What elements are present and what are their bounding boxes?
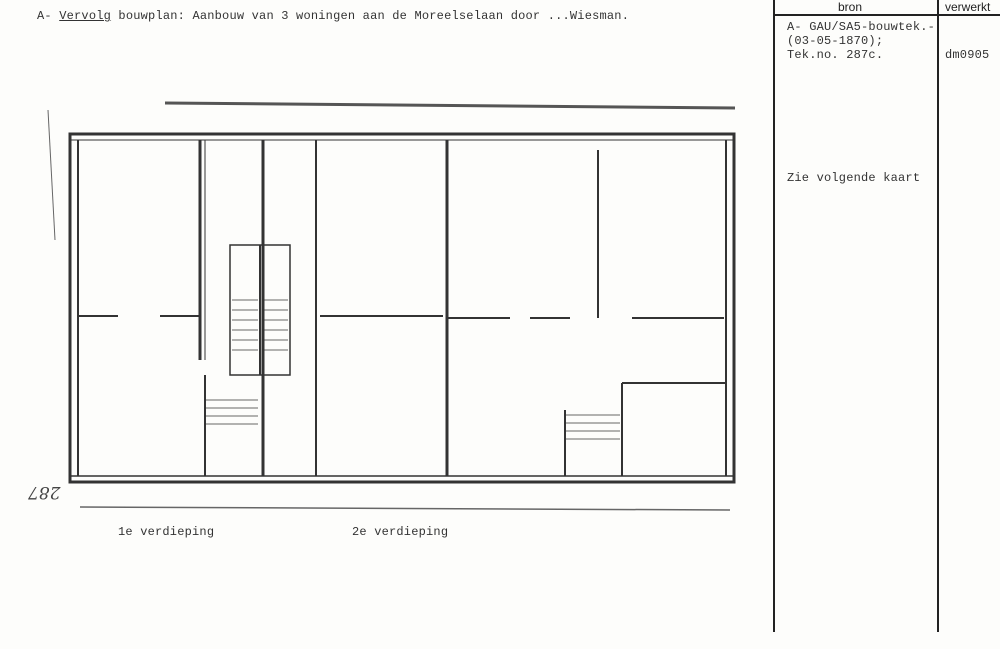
verwerkt-code: dm0905: [945, 48, 990, 62]
column-divider-right: [937, 0, 939, 632]
note: Zie volgende kaart: [787, 171, 921, 185]
column-divider-left: [773, 0, 775, 632]
title-prefix: A-: [37, 9, 60, 23]
bron-line: (03-05-1870);: [787, 34, 884, 48]
header-verwerkt: verwerkt: [945, 0, 991, 14]
label-2e-verdieping: 2e verdieping: [352, 525, 449, 539]
bron-line: A- GAU/SA5-bouwtek.-: [787, 20, 936, 34]
header-rule: [773, 14, 1000, 16]
title-underlined: Vervolg: [59, 9, 112, 23]
handwritten-number: 287: [28, 482, 61, 502]
label-1e-verdieping: 1e verdieping: [118, 525, 215, 539]
bron-entry: A- GAU/SA5-bouwtek.-(03-05-1870);Tek.no.…: [787, 20, 935, 62]
title-rest: bouwplan: Aanbouw van 3 woningen aan de …: [111, 9, 630, 23]
bron-line: Tek.no. 287c.: [787, 48, 884, 62]
header-bron: bron: [838, 0, 863, 14]
document-title: A- Vervolg bouwplan: Aanbouw van 3 wonin…: [37, 9, 629, 23]
